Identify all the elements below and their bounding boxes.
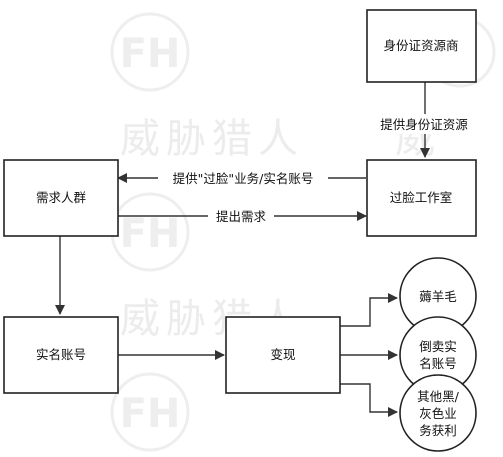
node-label-line-2: 灰色业 — [419, 406, 457, 421]
node-wool[interactable]: 薅羊毛 — [399, 257, 477, 335]
node-box[interactable] — [225, 316, 341, 394]
node-label: 需求人群 — [36, 190, 87, 205]
node-label: 过脸工作室 — [390, 190, 453, 205]
node-demand[interactable]: 需求人群 — [3, 159, 119, 237]
watermark-group: FH 威胁猎人 FH 威胁猎人 FH 威 胁 — [110, 12, 496, 452]
node-label-line-1: 倒卖实 — [419, 339, 457, 354]
node-other[interactable]: 其他黑/ 灰色业 务获利 — [399, 374, 477, 452]
edge-label-provide-service: 提供"过脸"业务/实名账号 — [173, 171, 314, 186]
watermark-text: 威胁猎人 — [120, 116, 304, 162]
watermark-glyph: FH — [120, 391, 181, 437]
edge-label-raise-demand: 提出需求 — [216, 209, 267, 224]
edges: 提供身份证资源 提供"过脸"业务/实名账号 提出需求 — [55, 82, 480, 417]
node-box[interactable] — [3, 316, 119, 394]
node-realname[interactable]: 实名账号 — [3, 316, 119, 394]
node-resell[interactable]: 倒卖实 名账号 — [399, 316, 477, 394]
watermark-glyph: FH — [120, 31, 181, 77]
watermark-glyph: FH — [120, 211, 181, 257]
node-label-line-3: 务获利 — [419, 423, 457, 438]
watermark-logo-1: FH — [110, 12, 190, 92]
node-id-source[interactable]: 身份证资源商 — [366, 9, 477, 83]
edge-label-bg — [368, 114, 480, 134]
node-circle[interactable] — [399, 374, 477, 452]
node-label-line-1: 其他黑/ — [417, 389, 460, 404]
node-box[interactable] — [366, 159, 477, 237]
node-box[interactable] — [3, 159, 119, 237]
edge-label-bg — [208, 207, 274, 225]
node-label-line-2: 名账号 — [419, 356, 457, 371]
node-monetize[interactable]: 变现 — [225, 316, 341, 394]
watermark-ring — [110, 12, 190, 92]
node-label: 实名账号 — [36, 347, 86, 362]
node-label: 身份证资源商 — [383, 38, 458, 53]
watermark-ring — [110, 372, 190, 452]
edge-label-supply: 提供身份证资源 — [380, 117, 468, 132]
node-studio[interactable]: 过脸工作室 — [366, 159, 477, 237]
node-label: 变现 — [270, 347, 295, 362]
edge-monetize-to-other — [340, 383, 398, 417]
watermark-logo-2: FH — [110, 192, 190, 272]
edge-monetize-to-wool — [340, 293, 398, 327]
edge-label-bg — [158, 169, 328, 187]
watermark-logo-3: FH — [110, 372, 190, 452]
node-box[interactable] — [366, 9, 477, 83]
node-label: 薅羊毛 — [419, 289, 457, 304]
